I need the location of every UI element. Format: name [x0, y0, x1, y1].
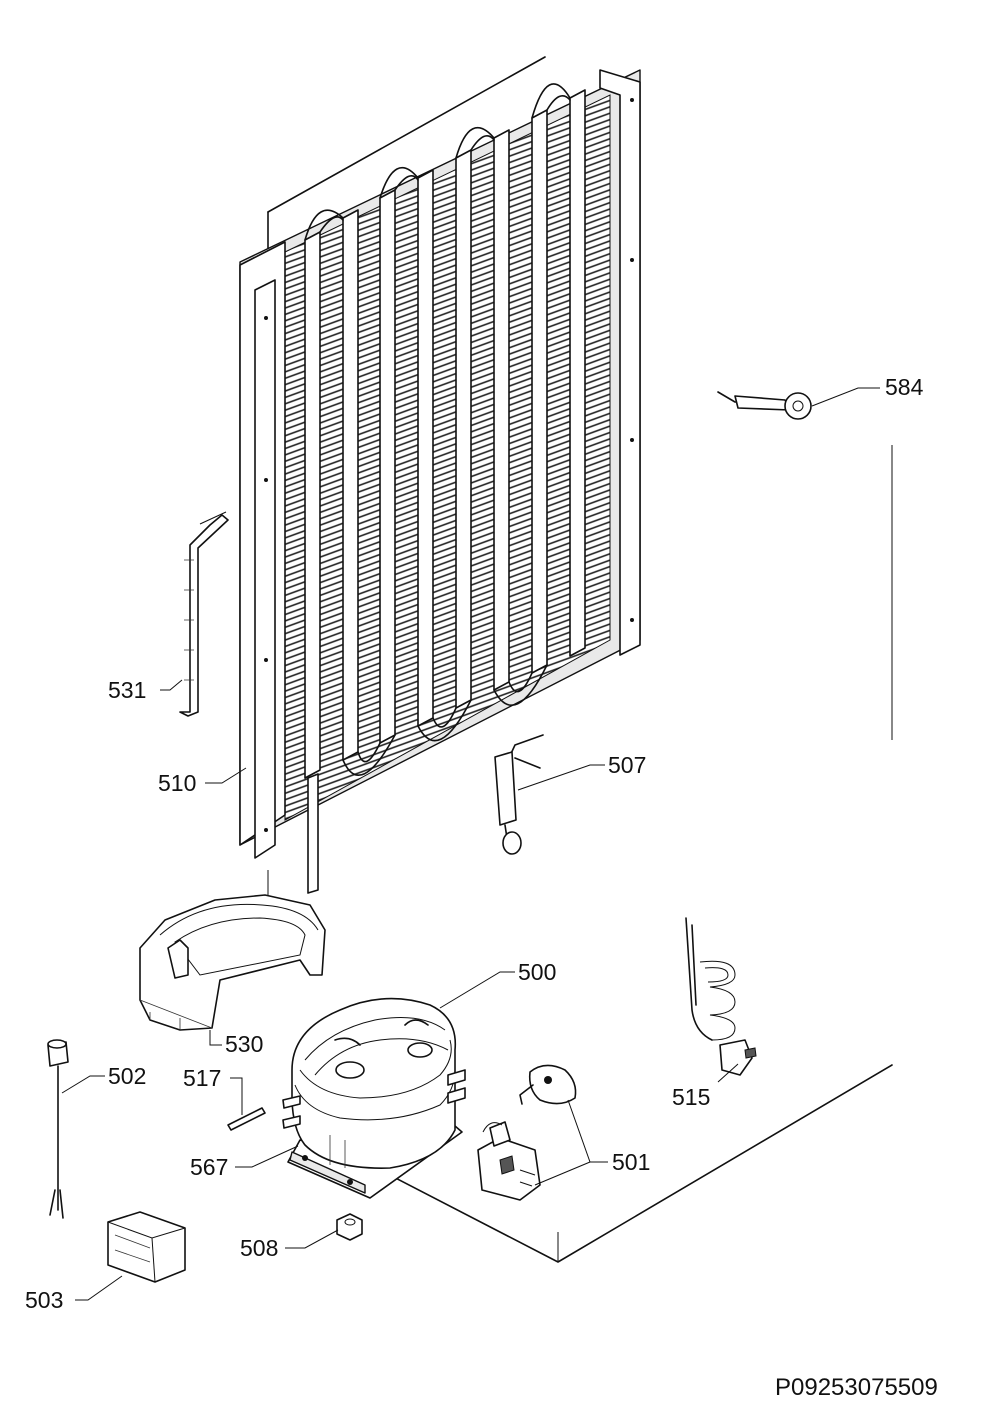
part-labels: 584 531 510 507 500 530 502 517 515 501 … — [25, 374, 924, 1313]
label-502: 502 — [108, 1063, 146, 1089]
label-503: 503 — [25, 1287, 63, 1313]
compressor-500[interactable] — [282, 997, 466, 1199]
tube-531[interactable] — [179, 511, 229, 717]
label-510: 510 — [158, 770, 196, 796]
label-584: 584 — [885, 374, 924, 400]
label-508: 508 — [240, 1235, 278, 1261]
cabinet-outline — [267, 56, 893, 1263]
cable-502[interactable] — [47, 1039, 69, 1219]
drip-tray-530[interactable] — [139, 870, 326, 1031]
drawing-code: P09253075509 — [775, 1374, 938, 1401]
box-503[interactable] — [107, 1211, 186, 1283]
relay-501[interactable] — [477, 1064, 577, 1201]
label-517: 517 — [183, 1065, 221, 1091]
label-501: 501 — [612, 1149, 650, 1175]
pin-517[interactable] — [227, 1107, 266, 1131]
leader-lines — [61, 387, 880, 1301]
label-567: 567 — [190, 1154, 228, 1180]
label-500: 500 — [518, 959, 556, 985]
label-530: 530 — [225, 1031, 263, 1057]
label-515: 515 — [672, 1084, 710, 1110]
power-cord-515[interactable] — [685, 917, 757, 1076]
condenser-tubes — [304, 83, 586, 894]
label-531: 531 — [108, 677, 146, 703]
label-507: 507 — [608, 752, 646, 778]
grommet-584[interactable] — [717, 391, 812, 420]
filter-drier-507[interactable] — [494, 734, 544, 855]
nut-508[interactable] — [336, 1213, 363, 1241]
condenser-510[interactable] — [239, 69, 641, 894]
